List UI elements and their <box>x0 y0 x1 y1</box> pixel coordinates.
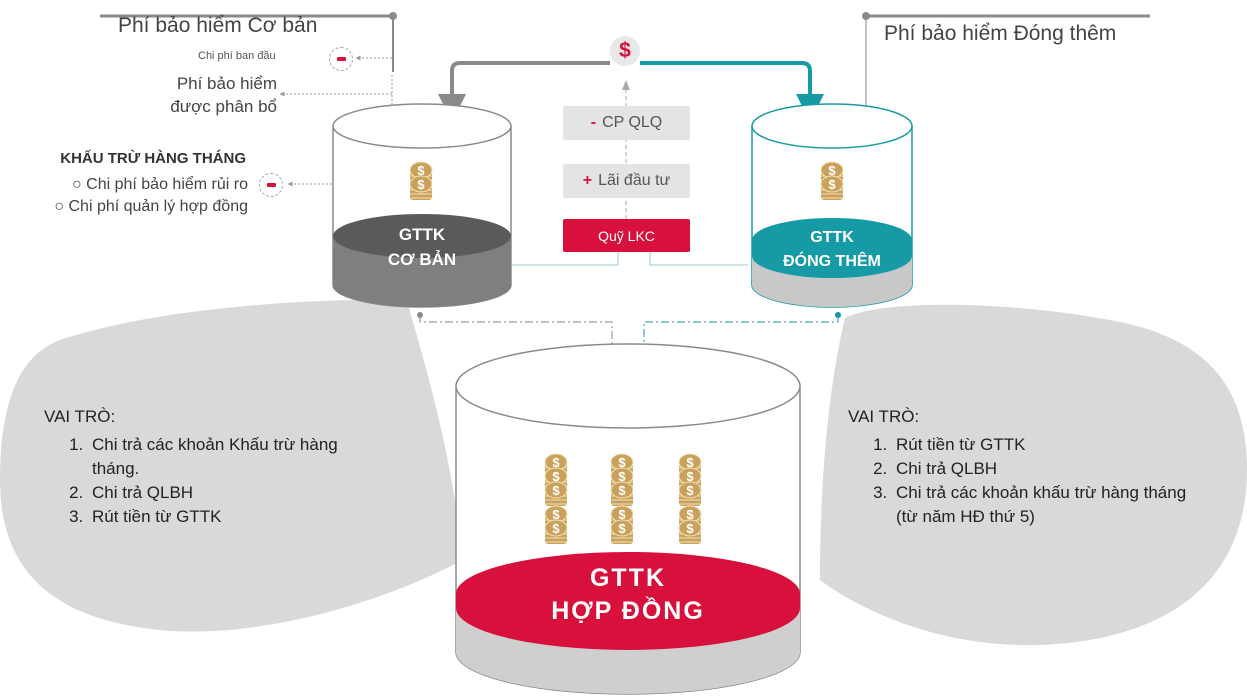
minus-icon <box>259 173 283 197</box>
monthly-item-risk: ○ Chi phí bảo hiểm rủi ro <box>72 176 248 193</box>
topup-label-line-2: ĐÓNG THÊM <box>783 253 881 270</box>
gain-sign: + <box>582 172 593 189</box>
left-bubble <box>0 300 462 632</box>
allocated-premium-label: Phí bảo hiểm được phân bổ <box>170 74 277 116</box>
basic-role-item: Rút tiền từ GTTK <box>88 505 374 529</box>
contract-account-label: GTTK HỢP ĐỒNG <box>528 562 728 628</box>
topup-roles-heading: VAI TRÒ: <box>848 407 920 426</box>
minus-icon <box>329 47 353 71</box>
investment-gain-label: Lãi đầu tư <box>598 172 671 189</box>
topup-cylinder <box>751 103 913 308</box>
investment-gain-box: + Lãi đầu tư <box>563 164 690 198</box>
fund-fee-label: CP QLQ <box>602 114 663 131</box>
topup-roles: VAI TRÒ: Rút tiền từ GTTK Chi trả QLBH C… <box>848 405 1208 529</box>
right-bubble <box>820 304 1247 646</box>
topup-account-label: GTTK ĐÓNG THÊM <box>772 226 892 274</box>
basic-account-label: GTTK CƠ BẢN <box>362 222 482 272</box>
topup-role-item: Chi trả QLBH <box>892 457 1208 481</box>
topup-label-line-1: GTTK <box>810 229 854 246</box>
initial-fee-label: Chi phí ban đầu <box>198 50 276 62</box>
basic-label-line-2: CƠ BẢN <box>387 250 457 269</box>
dollar-icon: $ <box>610 36 640 66</box>
basic-role-item: Chi trả QLBH <box>88 481 374 505</box>
fund-label: Quỹ LKC <box>598 227 655 244</box>
contract-cylinder <box>455 343 801 695</box>
monthly-item-admin: ○ Chi phí quản lý hợp đồng <box>54 198 248 215</box>
contract-label-line-2: HỢP ĐỒNG <box>551 597 705 625</box>
fund-label-box: Quỹ LKC <box>563 219 690 252</box>
topup-premium-title: Phí bảo hiểm Đóng thêm <box>884 22 1117 45</box>
fund-fee-box: -CP QLQ <box>563 106 690 140</box>
basic-premium-title: Phí bảo hiểm Cơ bản <box>118 14 318 37</box>
basic-roles-heading: VAI TRÒ: <box>44 407 116 426</box>
monthly-deduction-heading: KHẤU TRỪ HÀNG THÁNG <box>60 150 246 167</box>
basic-label-line-1: GTTK <box>398 225 446 244</box>
topup-role-item: Rút tiền từ GTTK <box>892 433 1208 457</box>
basic-role-item: Chi trả các khoản Khấu trừ hàng tháng. <box>88 433 374 481</box>
contract-label-line-1: GTTK <box>589 564 667 592</box>
basic-cylinder <box>332 103 512 308</box>
topup-role-item: Chi trả các khoản khấu trừ hàng tháng (t… <box>892 481 1208 529</box>
fee-sign: - <box>590 114 597 131</box>
basic-roles: VAI TRÒ: Chi trả các khoản Khấu trừ hàng… <box>44 405 374 529</box>
